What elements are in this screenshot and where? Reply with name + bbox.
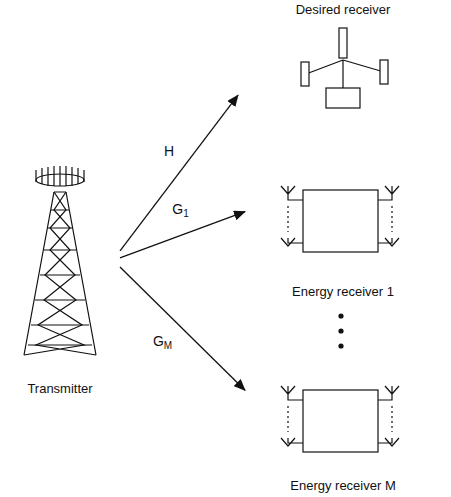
channel-arrow xyxy=(120,212,245,258)
node-label: Energy receiver M xyxy=(288,478,397,494)
channel-label: H xyxy=(162,143,176,159)
energy-receiver-icon xyxy=(281,386,399,452)
energy-receiver-icon xyxy=(281,186,399,252)
channel-label: G1 xyxy=(170,201,190,217)
receiver-node: Desired receiver xyxy=(238,2,448,120)
node-label: Energy receiver 1 xyxy=(290,284,396,300)
channel-label: GM xyxy=(151,333,174,349)
receiver-node: Energy receiver 1 xyxy=(245,172,441,300)
tower-symbol xyxy=(24,166,96,355)
receiver-node: Transmitter xyxy=(0,165,120,397)
ellipsis-dots xyxy=(338,313,343,348)
receiver-node: Energy receiver M xyxy=(245,372,441,494)
receiver-icon xyxy=(301,28,388,108)
node-label: Desired receiver xyxy=(294,2,393,18)
channel-arrow xyxy=(120,267,245,390)
node-label: Transmitter xyxy=(25,381,94,397)
channel-arrow xyxy=(120,95,238,251)
